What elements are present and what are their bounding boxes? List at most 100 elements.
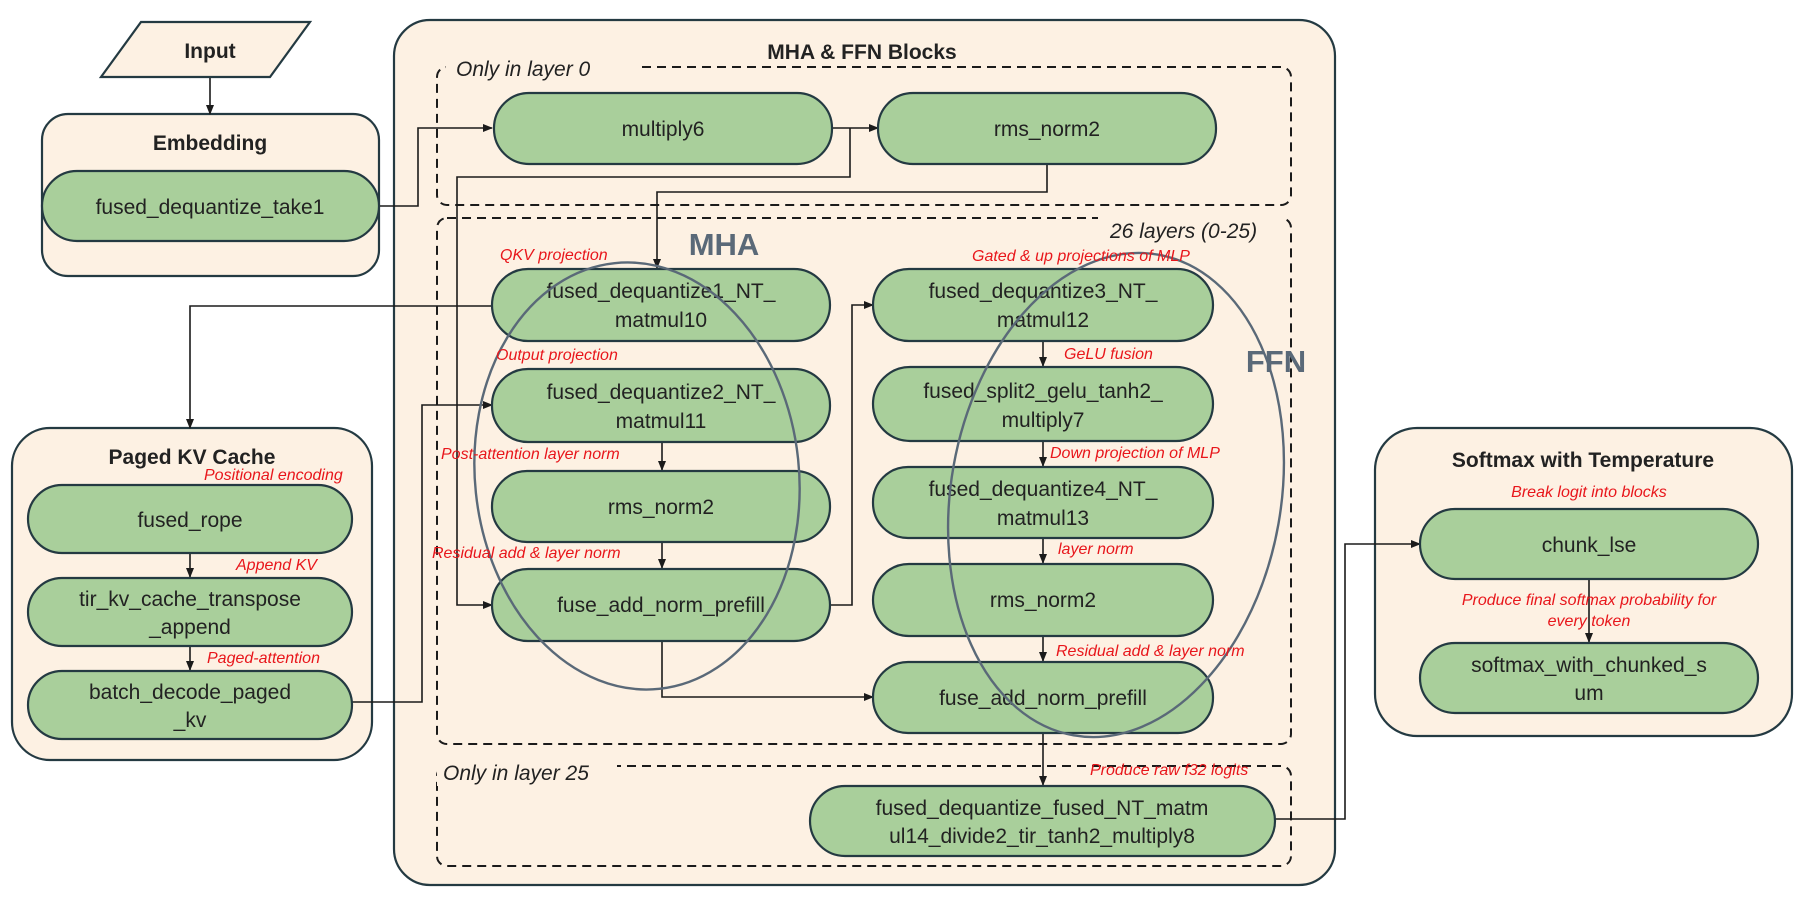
mha-ffn-title: MHA & FFN Blocks: [767, 41, 956, 64]
edge-rms-qkv: [653, 164, 1048, 269]
note-positional-encoding: Positional encoding: [204, 467, 343, 484]
node-label: rms_norm2: [994, 118, 1100, 141]
node-rms-norm2-ffn: rms_norm2: [871, 562, 1215, 638]
svg-text:chunk_lse: chunk_lse: [1542, 534, 1637, 557]
svg-text:fused_dequantize4_NT_matmul13: fused_dequantize4_NT_ matmul13: [929, 478, 1158, 530]
node-multiply6: multiply6: [492, 91, 834, 166]
node-label-line2: _append: [148, 616, 231, 639]
node-fused-split2-gelu: fused_split2_gelu_tanh2_ multiply7: [871, 365, 1215, 443]
note-layer-norm: layer norm: [1058, 541, 1134, 558]
edge-fuse-gateup: [830, 301, 874, 606]
layers-region: [436, 217, 1292, 745]
node-label-line2: um: [1574, 682, 1603, 705]
edge-final-chunk: [1275, 540, 1421, 820]
edge-take1-multiply6: [380, 124, 493, 207]
node-label: chunk_lse: [1542, 534, 1637, 557]
note-post-attention: Post-attention layer norm: [441, 446, 620, 463]
layers-label: 26 layers (0-25): [1109, 220, 1257, 243]
node-fused-rope: fused_rope: [26, 483, 354, 555]
note-raw-logits: Produce raw f32 logits: [1090, 762, 1248, 779]
kv-cache-title: Paged KV Cache: [109, 446, 276, 469]
ffn-block-label: FFN: [1246, 344, 1306, 379]
svg-text:fused_dequantize3_NT_matmul12: fused_dequantize3_NT_ matmul12: [929, 280, 1158, 332]
node-fused-dequantize4-matmul13: fused_dequantize4_NT_ matmul13: [871, 465, 1215, 540]
node-rms-norm2-layer0: rms_norm2: [876, 91, 1218, 166]
note-paged-attention: Paged-attention: [207, 650, 320, 667]
svg-text:softmax_with_chunked_sum: softmax_with_chunked_sum: [1471, 654, 1707, 705]
edge-residual-skip: [456, 128, 851, 609]
note-output-projection: Output projection: [496, 347, 618, 364]
input-label: Input: [184, 40, 235, 63]
svg-text:fused_dequantize2_NT_matmul11: fused_dequantize2_NT_ matmul11: [547, 381, 776, 433]
svg-text:batch_decode_paged_kv: batch_decode_paged_kv: [89, 681, 291, 732]
node-batch-decode-paged-kv: batch_decode_paged_kv: [26, 669, 354, 741]
node-fused-dequantize3-matmul12: fused_dequantize3_NT_ matmul12: [871, 267, 1215, 343]
note-line2: every token: [1548, 613, 1631, 630]
note-residual-mha: Residual add & layer norm: [432, 545, 621, 562]
svg-text:fused_rope: fused_rope: [137, 509, 242, 532]
mha-block-outline: [473, 261, 801, 691]
note-residual-ffn: Residual add & layer norm: [1056, 643, 1245, 660]
svg-text:fuse_add_norm_prefill: fuse_add_norm_prefill: [939, 687, 1147, 710]
node-label-line1: fused_dequantize2_NT_: [547, 381, 776, 404]
node-label-line2: matmul11: [616, 410, 707, 433]
node-label: fuse_add_norm_prefill: [557, 594, 765, 617]
note-line1: Produce final softmax probability for: [1462, 592, 1717, 609]
node-label-line1: softmax_with_chunked_s: [1471, 654, 1707, 677]
svg-text:fused_dequantize_fused_NT_matm: fused_dequantize_fused_NT_matm ul14_divid…: [876, 797, 1209, 848]
note-break-logit: Break logit into blocks: [1511, 484, 1667, 501]
node-label-line2: _kv: [173, 709, 207, 732]
node-label-line1: fused_dequantize_fused_NT_matm: [876, 797, 1209, 820]
note-gated-up: Gated & up projections of MLP: [972, 248, 1190, 265]
node-fused-dequantize1-matmul10: fused_dequantize1_NT_ matmul10: [490, 267, 832, 343]
svg-text:multiply6: multiply6: [622, 118, 705, 141]
svg-text:fused_split2_gelu_tanh2_multip: fused_split2_gelu_tanh2_ multiply7: [923, 380, 1163, 432]
node-label-line2: ul14_divide2_tir_tanh2_multiply8: [889, 825, 1195, 848]
note-append-kv: Append KV: [235, 557, 318, 574]
layer0-region: [436, 66, 1292, 206]
node-label-line2: matmul10: [615, 309, 707, 332]
softmax-title: Softmax with Temperature: [1452, 449, 1714, 472]
node-label-line1: fused_dequantize4_NT_: [929, 478, 1158, 501]
svg-text:fused_dequantize_take1: fused_dequantize_take1: [96, 196, 325, 219]
node-label-line1: tir_kv_cache_transpose: [79, 588, 301, 611]
edge-fuse-fuse: [661, 641, 874, 701]
svg-text:rms_norm2: rms_norm2: [994, 118, 1100, 141]
note-final-softmax: Produce final softmax probability for eve…: [1462, 592, 1717, 630]
node-kv-cache-append: tir_kv_cache_transpose _append: [26, 576, 354, 648]
embedding-title: Embedding: [153, 132, 267, 155]
svg-text:rms_norm2: rms_norm2: [990, 589, 1096, 612]
node-fuse-add-norm-prefill-ffn: fuse_add_norm_prefill: [871, 660, 1215, 735]
node-rms-norm2-mha: rms_norm2: [490, 469, 832, 544]
edge-qkv-cache: [186, 305, 492, 429]
node-final-matmul-logits: fused_dequantize_fused_NT_matm ul14_divid…: [808, 784, 1277, 858]
node-fused-dequantize2-matmul11: fused_dequantize2_NT_ matmul11: [490, 367, 832, 444]
node-label: fused_rope: [137, 509, 242, 532]
node-label-line2: multiply7: [1002, 409, 1085, 432]
node-label: multiply6: [622, 118, 705, 141]
layer0-label: Only in layer 0: [456, 58, 591, 81]
input-shape: [98, 20, 313, 79]
layer25-region: [436, 765, 1292, 867]
note-down-projection: Down projection of MLP: [1050, 445, 1220, 462]
node-label-line2: matmul12: [997, 309, 1089, 332]
mha-block-label: MHA: [689, 227, 760, 262]
node-label: rms_norm2: [990, 589, 1096, 612]
node-fuse-add-norm-prefill-mha: fuse_add_norm_prefill: [490, 567, 832, 643]
node-chunk-lse: chunk_lse: [1418, 507, 1760, 581]
node-label: rms_norm2: [608, 496, 714, 519]
node-label: fused_dequantize_take1: [96, 196, 325, 219]
node-label-line2: matmul13: [997, 507, 1089, 530]
ffn-block-outline: [946, 251, 1286, 739]
svg-text:rms_norm2: rms_norm2: [608, 496, 714, 519]
node-label-line1: fused_dequantize1_NT_: [547, 280, 776, 303]
note-gelu-fusion: GeLU fusion: [1064, 346, 1153, 363]
node-label-line1: fused_split2_gelu_tanh2_: [923, 380, 1163, 403]
svg-text:tir_kv_cache_transpose_append: tir_kv_cache_transpose _append: [79, 588, 301, 639]
layer25-label: Only in layer 25: [443, 762, 589, 785]
note-qkv-projection: QKV projection: [500, 247, 608, 264]
node-label-line1: fused_dequantize3_NT_: [929, 280, 1158, 303]
node-label: fuse_add_norm_prefill: [939, 687, 1147, 710]
